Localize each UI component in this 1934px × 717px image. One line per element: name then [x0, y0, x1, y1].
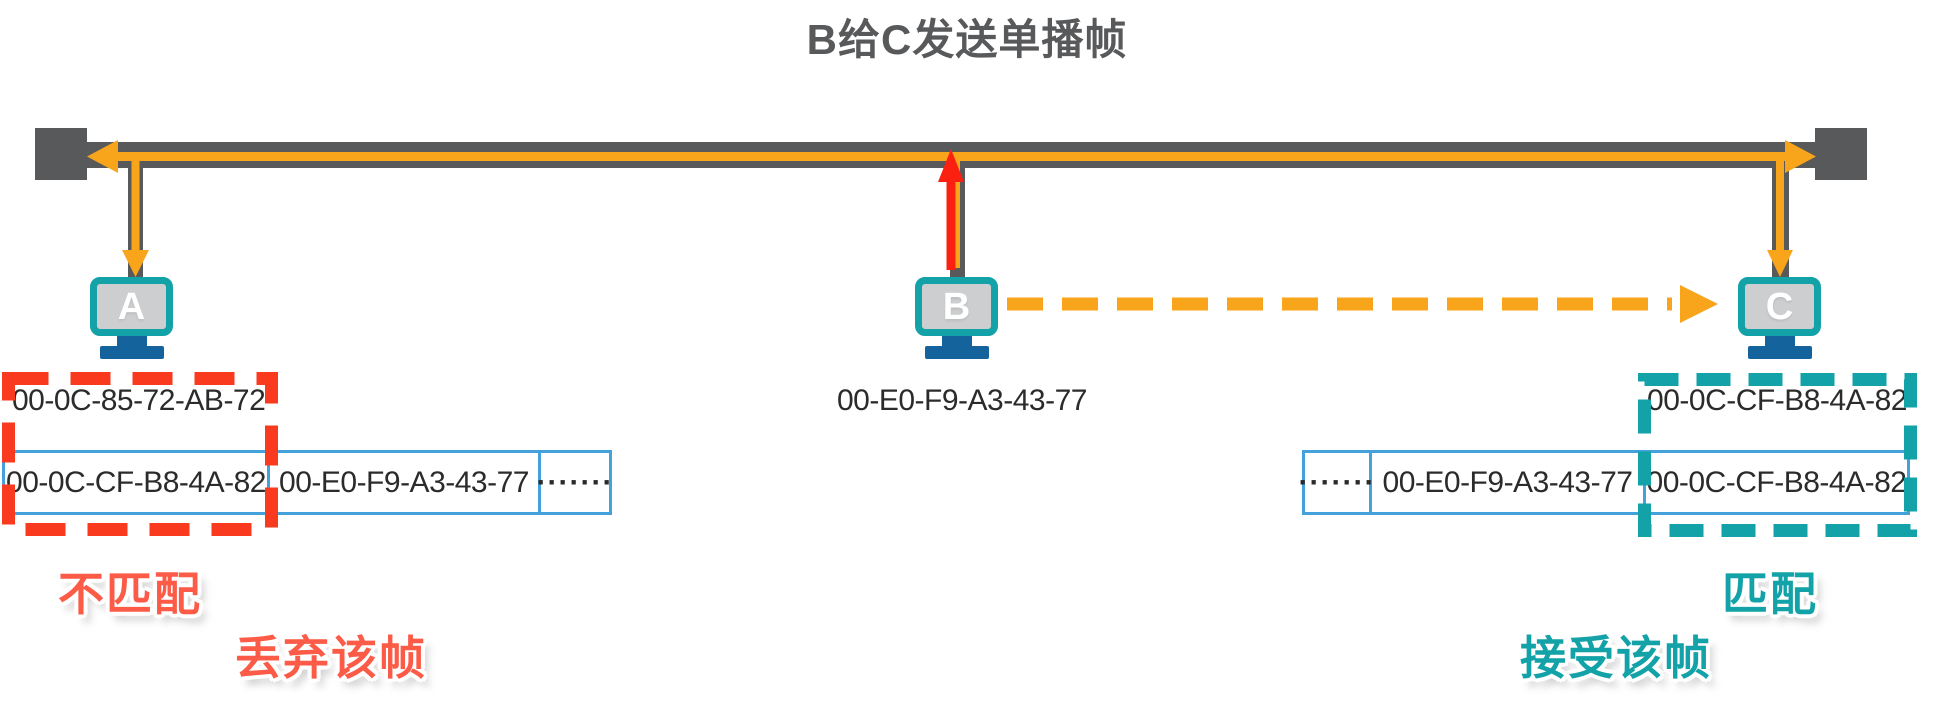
label-discard-frame: 丢弃该帧	[235, 632, 427, 684]
send-arrow-b-icon	[938, 149, 964, 182]
mac-address-c: 00-0C-CF-B8-4A-82	[1647, 384, 1907, 417]
mac-address-b: 00-E0-F9-A3-43-77	[837, 384, 1087, 417]
frame-a-payload-cell: ·······	[537, 450, 612, 515]
bus-terminator-right-icon	[1815, 128, 1867, 180]
send-arrow-b-shaft	[946, 178, 956, 270]
mac-address-a: 00-0C-85-72-AB-72	[12, 384, 266, 417]
label-match: 匹配	[1722, 568, 1818, 620]
computer-b-stand-base	[924, 346, 989, 359]
signal-down-line-c	[1776, 158, 1784, 252]
signal-up-line-b	[954, 160, 960, 268]
bus-signal-arrow-right-icon	[1785, 140, 1816, 173]
signal-down-line-a	[131, 158, 140, 252]
computer-c-stand	[1764, 336, 1795, 346]
computer-a-letter: A	[117, 285, 146, 328]
signal-down-arrow-c-icon	[1767, 250, 1793, 277]
frame-a-dest-mac-cell: 00-0C-CF-B8-4A-82	[2, 450, 270, 515]
computer-c-stand-base	[1747, 346, 1812, 359]
computer-a: A	[90, 277, 173, 359]
bus-signal-arrow-left-icon	[87, 140, 118, 173]
computer-c-letter: C	[1765, 285, 1794, 328]
signal-down-arrow-a-icon	[122, 250, 149, 277]
frame-c-payload-cell: ·······	[1299, 450, 1374, 515]
bus-terminator-left-icon	[35, 128, 87, 180]
computer-a-stand	[116, 336, 147, 346]
label-no-match: 不匹配	[58, 568, 202, 620]
monitor-b-icon: B	[915, 277, 998, 336]
computer-b-letter: B	[942, 285, 971, 328]
unicast-arrowhead-icon	[1680, 285, 1718, 323]
computer-c: C	[1738, 277, 1821, 359]
page-title: B给C发送单播帧	[806, 16, 1128, 63]
monitor-a-icon: A	[90, 277, 173, 336]
computer-a-stand-base	[99, 346, 164, 359]
frame-c-dest-mac-cell: 00-0C-CF-B8-4A-82	[1646, 450, 1910, 515]
frame-a-src-mac-cell: 00-E0-F9-A3-43-77	[270, 450, 541, 515]
frame-at-a: 00-0C-CF-B8-4A-82 00-E0-F9-A3-43-77 ····…	[2, 450, 612, 515]
computer-b-stand	[941, 336, 972, 346]
label-accept-frame: 接受该帧	[1520, 632, 1712, 684]
frame-at-c: ······· 00-E0-F9-A3-43-77 00-0C-CF-B8-4A…	[1299, 450, 1910, 515]
frame-c-src-mac-cell: 00-E0-F9-A3-43-77	[1372, 450, 1646, 515]
computer-b: B	[915, 277, 998, 359]
monitor-c-icon: C	[1738, 277, 1821, 336]
